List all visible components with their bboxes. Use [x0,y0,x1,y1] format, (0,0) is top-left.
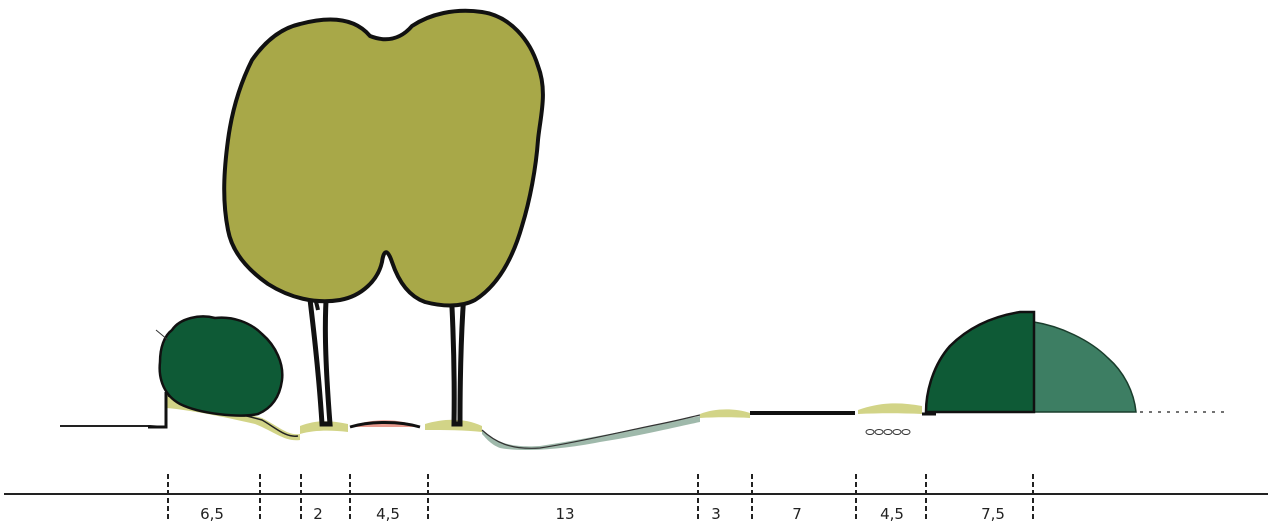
segment-label: 3 [711,505,721,523]
segment-label: 6,5 [200,505,224,523]
dimension-labels: 6,5 2 4,5 13 3 7 4,5 7,5 [200,505,1005,523]
segment-label: 13 [555,505,574,523]
swale-water [482,416,700,450]
stones [865,429,911,435]
grass-strip-3 [700,409,750,418]
left-curb [148,392,168,429]
segment-label: 7 [792,505,802,523]
segment-label: 2 [313,505,323,523]
right-hedge-icon [924,310,1137,414]
grass-strip-1 [300,421,348,434]
segment-label: 4,5 [880,505,904,523]
segment-label: 7,5 [981,505,1005,523]
left-shrub-icon [155,315,284,417]
tree-canopy [222,8,545,308]
segment-label: 4,5 [376,505,400,523]
grass-strip-4 [858,403,922,414]
swale-edge [481,414,701,449]
red-path-edge [349,421,421,429]
